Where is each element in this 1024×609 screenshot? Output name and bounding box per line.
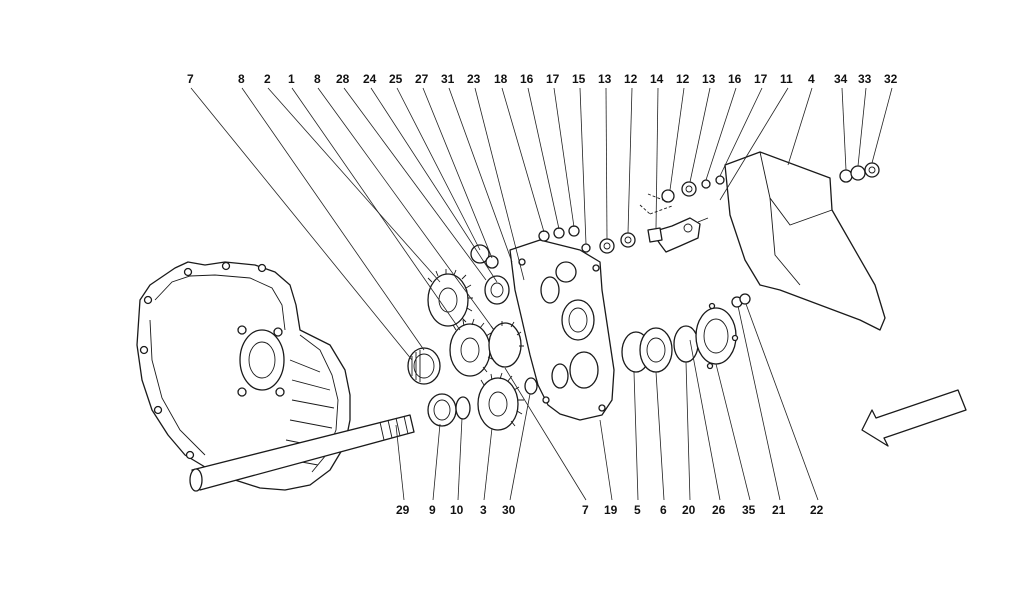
callout: 8 (238, 72, 245, 86)
callout: 2 (264, 72, 271, 86)
callout: 17 (754, 72, 768, 86)
callout: 34 (834, 72, 848, 86)
callout: 33 (858, 72, 872, 86)
gear-cluster (407, 244, 538, 431)
input-shaft (189, 414, 415, 492)
callout: 11 (780, 72, 793, 86)
callout: 6 (660, 503, 667, 517)
callout: 19 (604, 503, 618, 517)
callout: 22 (810, 503, 824, 517)
callout: 23 (467, 72, 481, 86)
callout: 25 (389, 72, 403, 86)
callout: 12 (676, 72, 690, 86)
callout: 12 (624, 72, 638, 86)
callout: 15 (572, 72, 586, 86)
top-callouts: 7 8 2 1 8 28 24 25 27 31 23 18 16 17 15 … (187, 72, 898, 86)
callout: 7 (187, 72, 194, 86)
leader-lines-bottom (395, 303, 819, 501)
output-bearing-stack (621, 293, 751, 373)
callout: 31 (441, 72, 455, 86)
callout: 1 (288, 72, 295, 86)
callout: 24 (363, 72, 377, 86)
callout: 30 (502, 503, 516, 517)
callout: 4 (808, 72, 815, 86)
callout: 9 (429, 503, 436, 517)
callout: 21 (772, 503, 786, 517)
callout: 10 (450, 503, 464, 517)
callout: 8 (314, 72, 321, 86)
callout: 14 (650, 72, 664, 86)
callout: 28 (336, 72, 350, 86)
arrow-down-left-icon (861, 389, 967, 447)
leader-lines (190, 87, 893, 361)
callout: 5 (634, 503, 641, 517)
callout: 3 (480, 503, 487, 517)
callout: 32 (884, 72, 898, 86)
callout: 16 (520, 72, 534, 86)
callout: 7 (582, 503, 589, 517)
callout: 16 (728, 72, 742, 86)
bottom-callouts: 29 9 10 3 30 7 19 5 6 20 26 35 21 22 (396, 503, 824, 517)
callout: 18 (494, 72, 508, 86)
cover-plate (724, 151, 886, 331)
callout: 20 (682, 503, 696, 517)
callout: 13 (598, 72, 612, 86)
intermediate-housing (509, 239, 615, 421)
callout: 35 (742, 503, 756, 517)
callout: 29 (396, 503, 410, 517)
callout: 17 (546, 72, 560, 86)
top-small-parts (538, 175, 725, 254)
gearbox-housing (136, 261, 351, 491)
washer-nut-set (839, 162, 880, 183)
callout: 26 (712, 503, 726, 517)
callout: 13 (702, 72, 716, 86)
callout: 27 (415, 72, 429, 86)
